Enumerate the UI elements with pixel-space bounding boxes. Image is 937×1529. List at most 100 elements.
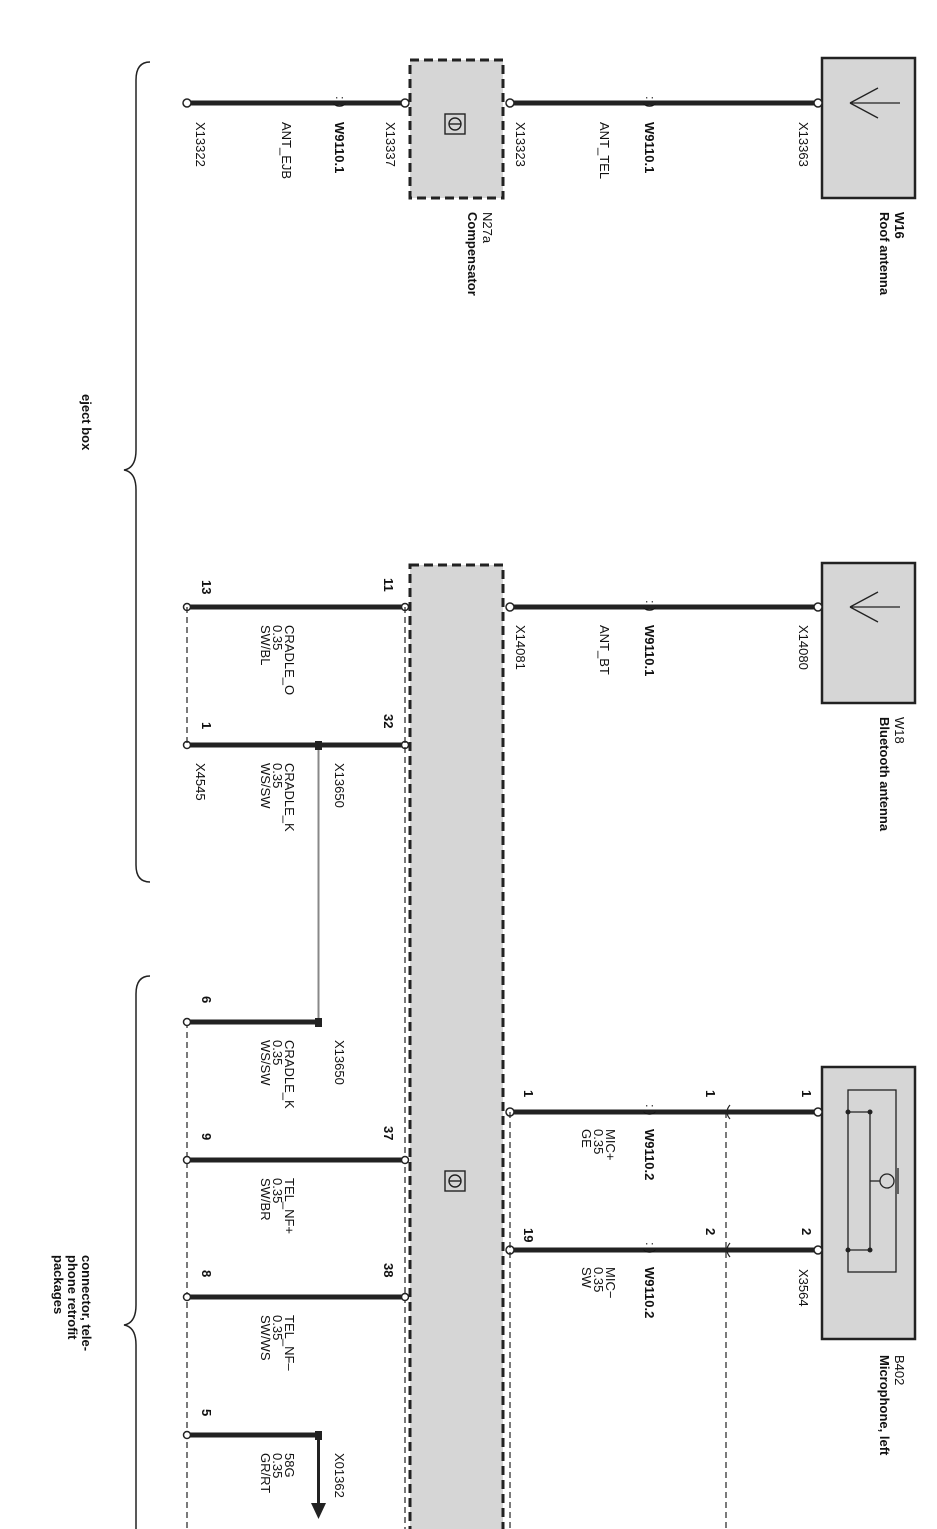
pin-mic-2 <box>813 1245 823 1255</box>
antenna-icon <box>849 591 900 623</box>
roof-antenna-id: W16 <box>892 212 907 239</box>
pin-x14080 <box>813 602 823 612</box>
pin-mic-1 <box>813 1107 823 1117</box>
wire-mic-plus-signal: MIC+ <box>603 1129 618 1160</box>
pin-x13363 <box>813 98 823 108</box>
splice-x01362 <box>315 1431 322 1440</box>
telephone-module-box[interactable] <box>408 563 505 1529</box>
pin-retrofit-5 <box>182 1430 192 1440</box>
pin-retrofit-6 <box>182 1017 192 1027</box>
eject-pin-1: 1 <box>199 722 214 729</box>
wire-tel-nf-plus-color: SW/BR <box>258 1178 273 1221</box>
microphone-box[interactable] <box>820 1065 917 1341</box>
bluetooth-antenna-name: Bluetooth antenna <box>877 717 892 832</box>
antenna-icon <box>849 87 900 119</box>
module-pin-38: 38 <box>381 1263 396 1277</box>
bluetooth-antenna-box[interactable] <box>820 561 917 705</box>
module-pin-11: 11 <box>381 578 396 592</box>
wire-ant-tel-signal: ANT_TEL <box>597 122 612 179</box>
pin-x13323 <box>505 98 515 108</box>
wire-mic-plus-pin-a: 1 <box>521 1090 536 1097</box>
pin-module-38 <box>400 1292 410 1302</box>
wire-mic-minus-harness: W9110.2 <box>642 1267 657 1318</box>
eject-splice: X13650 <box>332 763 347 808</box>
retrofit-pin-9: 9 <box>199 1133 214 1140</box>
retrofit-label-line3: packages <box>51 1255 66 1314</box>
wire-ant-bt-signal: ANT_BT <box>597 625 612 675</box>
eject-box-label: eject box <box>79 394 94 451</box>
wire-ant-bt-connector: X14081 <box>513 625 528 670</box>
splice-x13650-retrofit <box>315 1018 322 1027</box>
module-symbol-icon <box>444 113 466 135</box>
harness-label: : ) <box>643 1242 658 1254</box>
module-pin-32: 32 <box>381 714 396 728</box>
pin-retrofit-8 <box>182 1292 192 1302</box>
eject-pin-13: 13 <box>199 580 214 594</box>
wire-cradle-k-signal: CRADLE_K <box>282 763 297 832</box>
bluetooth-antenna-id: W18 <box>892 717 907 744</box>
bluetooth-antenna-connector: X14080 <box>796 625 811 670</box>
inline-connector-mic-2 <box>726 1242 731 1258</box>
compensator-name: Compensator <box>465 212 480 296</box>
roof-antenna-box[interactable] <box>820 56 917 200</box>
wire-58g-color: GR/RT <box>258 1453 273 1493</box>
microphone-pin-1: 1 <box>799 1090 814 1097</box>
retrofit-pin-5: 5 <box>199 1409 214 1416</box>
module-pin-37: 37 <box>381 1126 396 1140</box>
microphone-pin-2: 2 <box>799 1228 814 1235</box>
compensator-box[interactable] <box>408 58 505 200</box>
wire-58g-size: 0.35 <box>270 1453 285 1478</box>
inline-connector-mic-1 <box>726 1104 731 1120</box>
harness-label: : ) <box>643 600 658 612</box>
compensator-conn-left: X13323 <box>513 122 528 167</box>
retrofit-pin-8: 8 <box>199 1270 214 1277</box>
pin-retrofit-9 <box>182 1155 192 1165</box>
microphone-connector: X3564 <box>796 1269 811 1307</box>
pin-module-37 <box>400 1155 410 1165</box>
wire-cradle-o-size: 0.35 <box>270 625 285 650</box>
eject-connector: X4545 <box>193 763 208 801</box>
brace-icon <box>123 975 151 1529</box>
wire-tel-nf-plus-signal: TEL_NF+ <box>282 1178 297 1234</box>
retrofit-cradle-k-signal: CRADLE_K <box>282 1040 297 1109</box>
wire-mic-plus-harness: W9110.2 <box>642 1129 657 1180</box>
harness-label: : ) <box>643 96 658 108</box>
harness-label: : ) <box>643 1104 658 1116</box>
retrofit-label-line1: connector, tele- <box>79 1255 94 1351</box>
wire-ant-bt-harness: W9110.1 <box>642 625 657 676</box>
wire-tel-nf-minus-size: 0.35 <box>270 1315 285 1340</box>
brace-icon <box>123 61 151 883</box>
retrofit-label-line2: phone retrofit <box>65 1255 80 1340</box>
wire-mic-plus-size: 0.35 <box>591 1129 606 1154</box>
wire-tel-nf-plus-size: 0.35 <box>270 1178 285 1203</box>
pin-x13337 <box>400 98 410 108</box>
wire-mic-minus-color: SW <box>579 1267 594 1289</box>
microphone-icon <box>847 1089 899 1273</box>
wire-cradle-k-size: 0.35 <box>270 763 285 788</box>
wire-ant-tel-harness: W9110.1 <box>642 122 657 173</box>
harness-label: : ) <box>333 96 348 108</box>
microphone-contacts <box>845 1109 873 1253</box>
wire-cradle-o-signal: CRADLE_O <box>282 625 297 695</box>
retrofit-cradle-k-color: WS/SW <box>258 1040 273 1086</box>
wire-tel-nf-minus-signal: TEL_NF– <box>282 1315 297 1371</box>
splice-x13650-eject <box>315 741 322 750</box>
retrofit-pin-6: 6 <box>199 996 214 1003</box>
wire-mic-minus-signal: MIC− <box>603 1267 618 1298</box>
wire-mic-plus-color: GE <box>579 1129 594 1148</box>
microphone-id: B402 <box>892 1355 907 1385</box>
pin-x14081 <box>505 602 515 612</box>
microphone-name: Microphone, left <box>877 1355 892 1456</box>
roof-antenna-connector: X13363 <box>796 122 811 167</box>
wire-58g-signal: 58G <box>282 1453 297 1478</box>
wire-mic-minus-size: 0.35 <box>591 1267 606 1292</box>
retrofit-cradle-k-size: 0.35 <box>270 1040 285 1065</box>
wire-cradle-o-color: SW/BL <box>258 625 273 665</box>
wire-ant-ejb-harness: W9110.1 <box>332 122 347 173</box>
wire-ant-ejb-signal: ANT_EJB <box>279 122 294 179</box>
roof-antenna-name: Roof antenna <box>877 212 892 296</box>
wire-mic-minus-pin-b: 2 <box>703 1228 718 1235</box>
arrow-down-icon <box>311 1503 326 1519</box>
compensator-conn-right: X13337 <box>383 122 398 167</box>
